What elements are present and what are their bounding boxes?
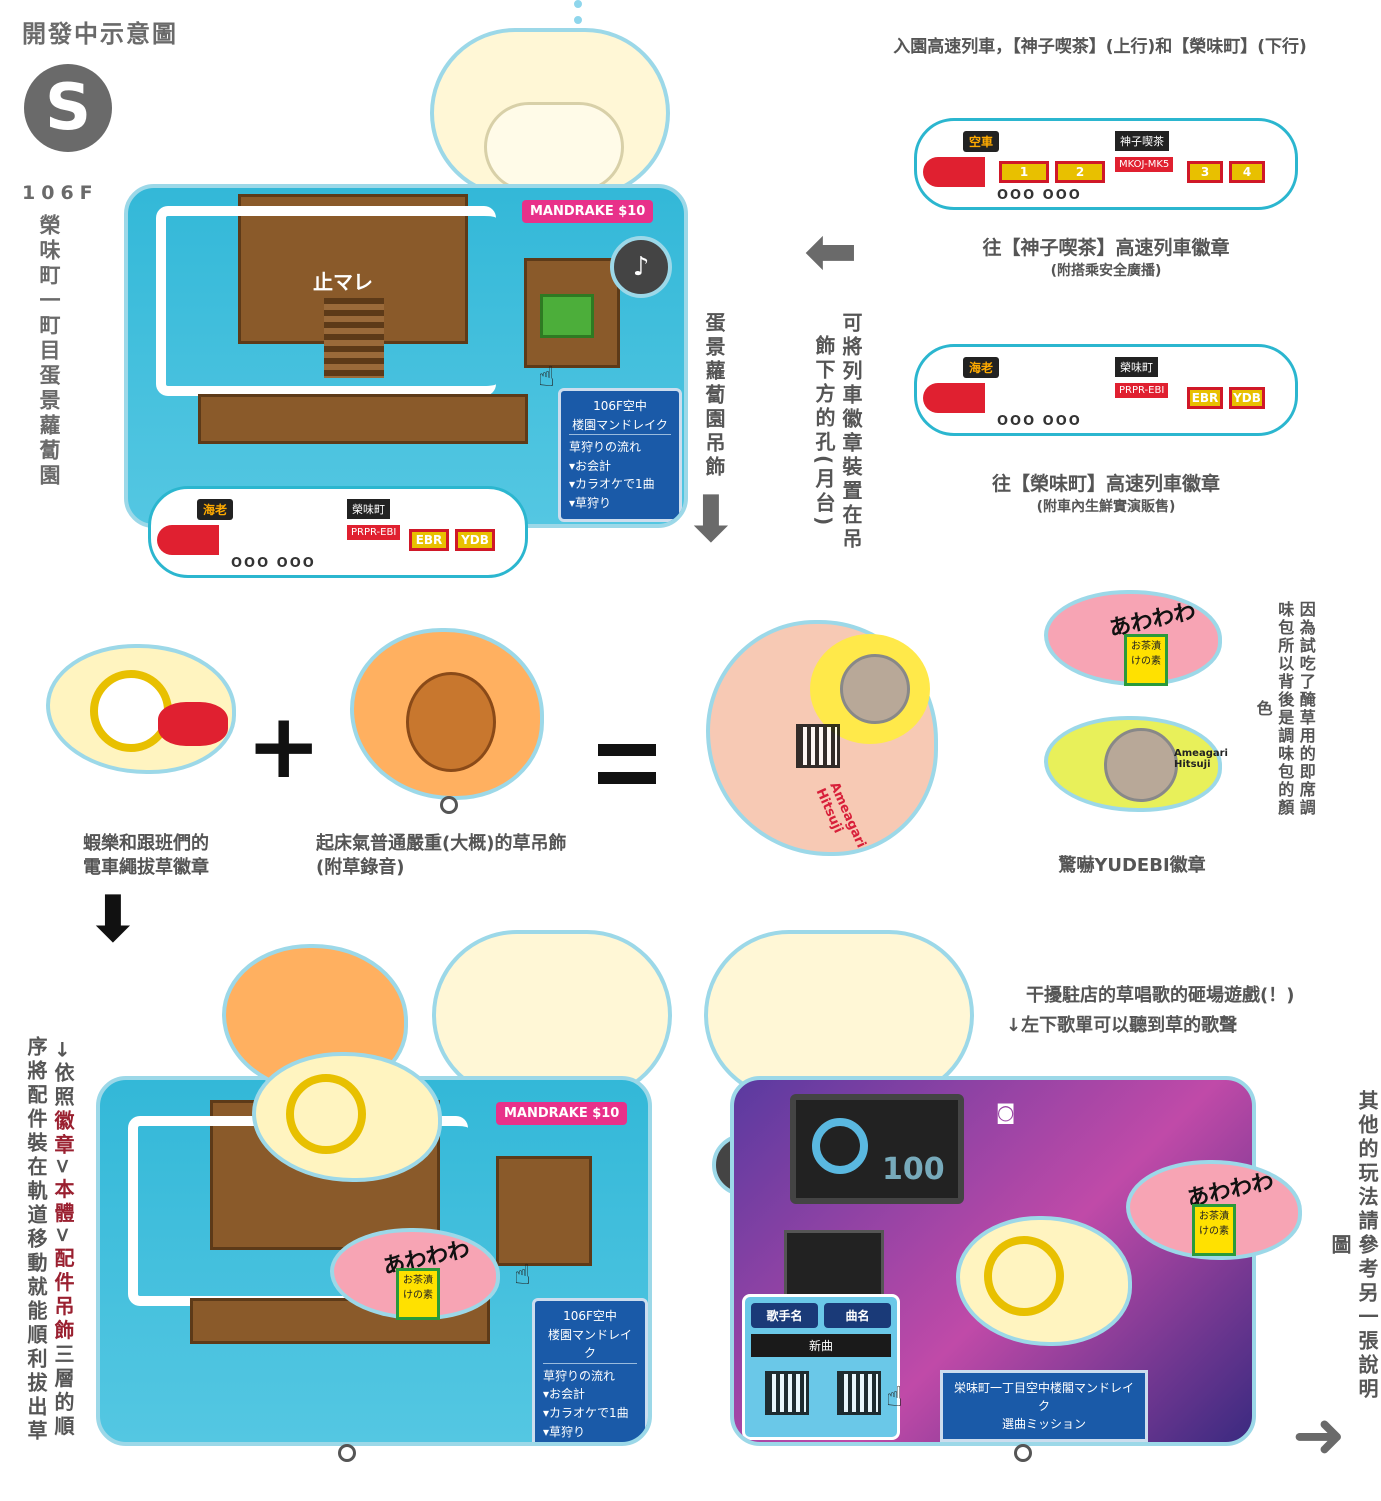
arrow-down-icon: ⬇ (684, 483, 738, 557)
shrimp-band-badge (252, 1052, 442, 1182)
page-title: 開發中示意圖 (22, 20, 178, 48)
menu-subtitle: 草狩りの流れ (569, 440, 642, 455)
order-step: 配件吊飾 (51, 1247, 75, 1344)
qr-code (796, 724, 840, 768)
song-title-button[interactable]: 曲名 (824, 1303, 891, 1328)
menu-board: 106F空中 楼園マンドレイク 草狩りの流れ ▾お会計 ▾カラオケで1曲 ▾草狩… (558, 388, 682, 522)
ball-chain (574, 0, 582, 40)
mandrake-shop-sign: MANDRAKE $10 (522, 200, 654, 223)
music-note-icon: ♪ (610, 236, 672, 298)
arrow-down-black-icon: ⬇ (86, 883, 140, 957)
trains-heading: 入園高速列車，【神子喫茶】(上行)和【榮味町】(下行) (893, 37, 1307, 57)
charm-caption: 蛋景蘿蔔園吊飾 (702, 312, 726, 480)
train-a-caption: 往【神子喫茶】高速列車徽章 (附搭乘安全廣播) (982, 237, 1230, 279)
yudebi-badge-front: あわわわ お茶漬けの素 (1126, 1160, 1302, 1260)
speaker (784, 1230, 884, 1300)
mascot-topper (430, 28, 670, 198)
yudebi-badge-front: あわわわ お茶漬けの素 (330, 1228, 500, 1320)
camera-icon: ◙ (996, 1100, 1016, 1124)
back-brand-label: Ameagari Hitsuji (812, 780, 869, 851)
stairs (324, 298, 384, 378)
karaoke-scene-card: 100 ◙ 歌手名 曲名 新曲 ☝ 栄味町一丁目空中楼閣マンドレイク 選曲ミッシ… (730, 1076, 1256, 1446)
karaoke-screen: 100 (790, 1094, 964, 1204)
yudebi-note: 因為試吃了醃草用的即席調味包所以背後是調味包的顏色 (1253, 601, 1316, 817)
menu-item: ▾カラオケで1曲 (569, 477, 655, 492)
main-scene-card: 止マレ MANDRAKE $10 106F空中 楼園マンドレイク 草狩りの流れ … (124, 184, 688, 528)
qr-code[interactable] (837, 1371, 881, 1415)
singer-button[interactable]: 歌手名 (751, 1303, 818, 1328)
assembled-scene-card: MANDRAKE $10 106F空中 楼園マンドレイク 草狩りの流れ ▾お会計… (96, 1076, 652, 1446)
charm-back-side: Ameagari Hitsuji (706, 620, 938, 856)
size-badge: S (24, 64, 112, 152)
yudebi-caption: 驚嚇YUDEBI徽章 (1058, 855, 1206, 876)
menu-header: 106F空中 楼園マンドレイク (569, 397, 671, 436)
charm-hole (440, 796, 458, 814)
new-song-label: 新曲 (751, 1334, 891, 1357)
bottom-hole (1014, 1444, 1032, 1462)
yudebi-badge-back: Ameagari Hitsuji (1044, 716, 1228, 812)
mandrake-shop-sign: MANDRAKE $10 (496, 1102, 628, 1125)
menu-item: ▾お会計 (569, 458, 612, 473)
pointer-hand-icon: ☝ (886, 1380, 904, 1413)
train-badge-mikocafe: 空車 1 2 神子喫茶 MKOJ-MK5 3 4 OOO OOO (914, 118, 1298, 210)
grass-patch (540, 294, 594, 338)
stop-sign: 止マレ (313, 270, 373, 294)
train-badge-eimicho: 海老 榮味町 PRPR-EBI EBR YDB OOO OOO (914, 344, 1298, 436)
closing-note: 其他的玩法請參考另一張說明圖 (1328, 1090, 1379, 1402)
shrimp-band-badge (956, 1216, 1132, 1346)
mission-banner: 栄味町一丁目空中楼閣マンドレイク 選曲ミッション (940, 1370, 1148, 1442)
menu-item: ▾草狩り (569, 495, 612, 510)
yudebi-back-label: Ameagari Hitsuji (1174, 748, 1228, 770)
arrow-left-icon: ⬅ (804, 215, 858, 289)
karaoke-note-2: ↓左下歌單可以聽到草的歌聲 (1006, 1015, 1238, 1036)
pointer-hand-icon: ☝ (514, 1258, 532, 1291)
platform-note: 可將列車徽章裝置在吊飾下方的孔(月台) (812, 312, 863, 552)
train-ebi-on-card: 海老 榮味町 PRPR-EBI EBR YDB OOO OOO (148, 486, 528, 578)
karaoke-score: 100 (882, 1152, 945, 1187)
yudebi-badge-front: あわわわ お茶漬けの素 (1044, 590, 1222, 686)
pointer-hand-icon: ☝ (538, 360, 556, 393)
song-list-panel: 歌手名 曲名 新曲 (742, 1294, 900, 1440)
grumpy-mandrake-charm (350, 628, 544, 800)
bridge (198, 394, 528, 444)
item1-caption: 蝦樂和跟班們的 電車繩拔草徽章 (83, 833, 209, 879)
mascot-topper (432, 930, 672, 1100)
location-label: 榮味町一町目蛋景蘿蔔園 (37, 214, 61, 489)
item2-caption: 起床氣普通嚴重(大概)的草吊飾 (附草錄音) (316, 833, 567, 879)
plus-icon: + (246, 694, 322, 799)
train-b-caption: 往【榮味町】高速列車徽章 (附車內生鮮實演販售) (991, 473, 1220, 515)
track-rail (156, 206, 496, 396)
order-step: 徽章 (51, 1109, 75, 1158)
shrimp-band-badge (46, 644, 236, 774)
equals-icon (598, 744, 656, 784)
arrow-right-icon: ➜ (1292, 1399, 1346, 1473)
assembly-note: →依照徽章>本體>配件吊飾三層的順序將配件裝在軌道移動就能順利拔出草 (24, 1036, 75, 1444)
menu-board: 106F空中 楼園マンドレイク 草狩りの流れ ▾お会計 ▾カラオケで1曲 ▾草狩… (532, 1298, 648, 1442)
karaoke-note-1: 干擾駐店的草唱歌的砸場遊戲(！) (1026, 985, 1295, 1006)
qr-code[interactable] (765, 1371, 809, 1415)
bottom-hole (338, 1444, 356, 1462)
floor-label: 106F (22, 182, 99, 204)
mascot-topper (704, 930, 974, 1100)
seasoning-packet: お茶漬けの素 (1124, 634, 1168, 686)
order-step: 本體 (51, 1178, 75, 1227)
